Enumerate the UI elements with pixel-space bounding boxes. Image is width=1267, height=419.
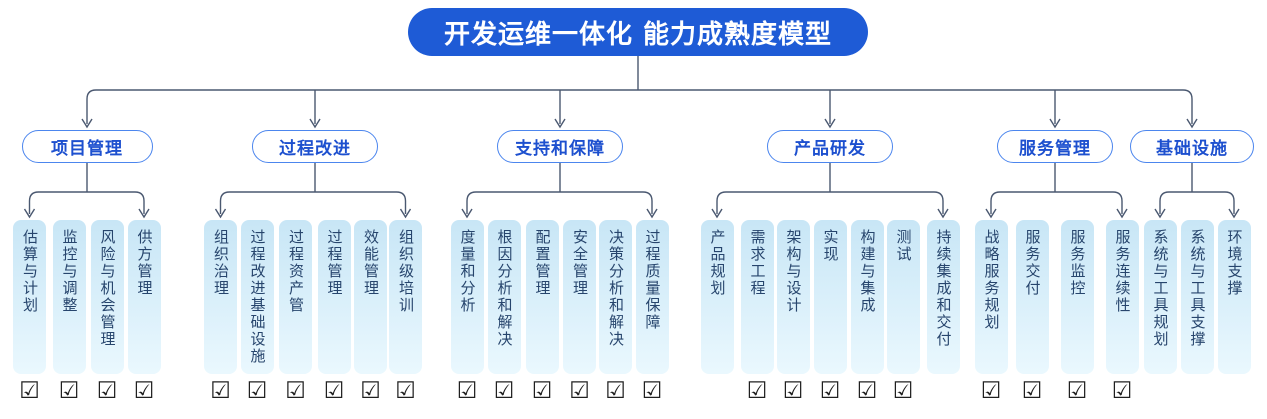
capability-box: 实现: [813, 220, 847, 374]
capability-label: 安全管理: [571, 229, 589, 297]
capability-label: 效能管理: [362, 229, 380, 297]
capability-box: 安全管理: [563, 220, 596, 374]
capability-label: 供方管理: [135, 229, 154, 297]
category-pill: 服务管理: [997, 130, 1113, 163]
checked-checkbox-icon[interactable]: ☑: [980, 378, 1002, 404]
checked-checkbox-icon[interactable]: ☑: [210, 378, 231, 404]
capability-box: 产品规划: [700, 220, 734, 374]
checked-checkbox-icon[interactable]: ☑: [493, 378, 515, 404]
checked-checkbox-icon[interactable]: ☑: [569, 378, 590, 404]
checked-checkbox-icon[interactable]: ☑: [1111, 378, 1133, 404]
capability-label: 环境支撑: [1225, 229, 1244, 297]
capability-label: 服务连续性: [1113, 229, 1132, 314]
checked-checkbox-icon[interactable]: ☑: [133, 378, 155, 404]
capability-label: 持续集成和交付: [934, 229, 953, 348]
capability-label: 产品规划: [708, 229, 727, 297]
capability-label: 监控与调整: [60, 229, 79, 314]
checked-checkbox-icon[interactable]: ☑: [285, 378, 306, 404]
capability-label: 过程管理: [325, 229, 344, 297]
capability-box: 需求工程: [740, 220, 774, 374]
checked-checkbox-icon[interactable]: ☑: [856, 378, 878, 404]
capability-box: 效能管理: [354, 220, 387, 374]
checked-checkbox-icon[interactable]: ☑: [641, 378, 663, 404]
capability-box: 根因分析和解决: [487, 220, 521, 374]
category-pill: 项目管理: [21, 130, 153, 163]
capability-box: 组织级培训: [389, 220, 422, 374]
capability-label: 服务交付: [1023, 229, 1042, 297]
capability-label: 测试: [894, 229, 913, 263]
capability-box: 过程资产管: [279, 220, 312, 374]
capability-box: 服务连续性: [1105, 220, 1139, 374]
capability-box: 构建与集成: [850, 220, 884, 374]
checked-checkbox-icon[interactable]: ☑: [96, 378, 118, 404]
capability-label: 过程改进基础设施: [248, 229, 267, 365]
checked-checkbox-icon[interactable]: ☑: [395, 378, 416, 404]
checked-checkbox-icon[interactable]: ☑: [456, 378, 478, 404]
capability-label: 架构与设计: [784, 229, 803, 314]
checked-checkbox-icon[interactable]: ☑: [323, 378, 345, 404]
capability-label: 过程资产管: [287, 229, 305, 314]
checked-checkbox-icon[interactable]: ☑: [531, 378, 553, 404]
capability-box: 服务交付: [1015, 220, 1049, 374]
checked-checkbox-icon[interactable]: ☑: [605, 378, 626, 404]
capability-box: 估算与计划: [13, 220, 46, 374]
capability-box: 过程质量保障: [635, 220, 669, 374]
capability-label: 服务监控: [1068, 229, 1087, 297]
checked-checkbox-icon[interactable]: ☑: [246, 378, 268, 404]
category-pill: 基础设施: [1130, 130, 1254, 163]
capability-box: 过程管理: [317, 220, 351, 374]
capability-box: 供方管理: [127, 220, 161, 374]
checked-checkbox-icon[interactable]: ☑: [746, 378, 768, 404]
category-pill: 产品研发: [767, 130, 893, 163]
capability-box: 监控与调整: [52, 220, 86, 374]
checked-checkbox-icon[interactable]: ☑: [782, 378, 804, 404]
capability-box: 服务监控: [1060, 220, 1094, 374]
capability-label: 系统与工具规划: [1151, 229, 1170, 348]
capability-label: 根因分析和解决: [495, 229, 514, 348]
checked-checkbox-icon[interactable]: ☑: [1066, 378, 1088, 404]
checked-checkbox-icon[interactable]: ☑: [819, 378, 841, 404]
capability-box: 系统与工具规划: [1143, 220, 1177, 374]
capability-box: 架构与设计: [776, 220, 810, 374]
checked-checkbox-icon[interactable]: ☑: [19, 378, 40, 404]
capability-box: 度量和分析: [450, 220, 484, 374]
capability-label: 需求工程: [748, 229, 767, 297]
checked-checkbox-icon[interactable]: ☑: [892, 378, 914, 404]
capability-label: 构建与集成: [858, 229, 877, 314]
capability-label: 系统与工具支撑: [1188, 229, 1207, 348]
capability-label: 组织治理: [212, 229, 230, 297]
capability-label: 度量和分析: [458, 229, 477, 314]
capability-label: 过程质量保障: [643, 229, 662, 331]
checked-checkbox-icon[interactable]: ☑: [58, 378, 80, 404]
capability-box: 决策分析和解决: [599, 220, 632, 374]
capability-box: 持续集成和交付: [926, 220, 960, 374]
capability-label: 战略服务规划: [982, 229, 1001, 331]
capability-box: 配置管理: [525, 220, 559, 374]
capability-label: 配置管理: [533, 229, 552, 297]
category-pill: 支持和保障: [497, 130, 623, 163]
capability-label: 风险与机会管理: [98, 229, 117, 348]
checked-checkbox-icon[interactable]: ☑: [1021, 378, 1043, 404]
capability-box: 风险与机会管理: [90, 220, 124, 374]
capability-label: 估算与计划: [21, 229, 39, 314]
capability-box: 测试: [886, 220, 920, 374]
capability-label: 决策分析和解决: [607, 229, 625, 348]
capability-box: 系统与工具支撑: [1180, 220, 1214, 374]
capability-box: 战略服务规划: [974, 220, 1008, 374]
capability-label: 实现: [821, 229, 840, 263]
capability-box: 环境支撑: [1217, 220, 1251, 374]
capability-box: 过程改进基础设施: [240, 220, 274, 374]
checked-checkbox-icon[interactable]: ☑: [360, 378, 381, 404]
model-title-node: 开发运维一体化 能力成熟度模型: [408, 8, 868, 56]
capability-label: 组织级培训: [397, 229, 415, 314]
capability-box: 组织治理: [204, 220, 237, 374]
category-pill: 过程改进: [252, 130, 378, 163]
